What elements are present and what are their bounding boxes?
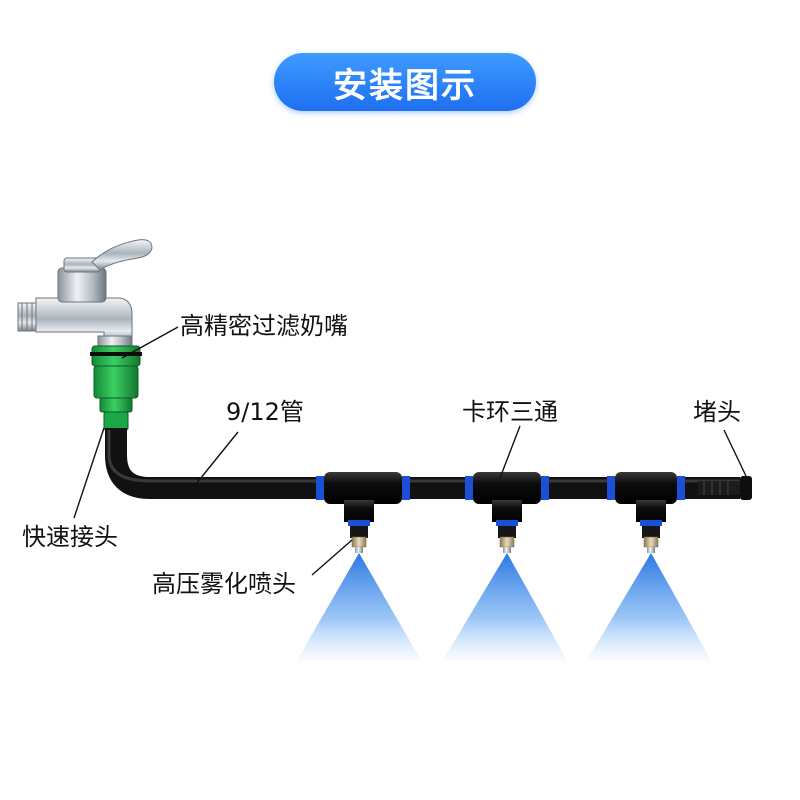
tee-fitting-2 — [465, 472, 549, 538]
leader-filter — [121, 326, 179, 359]
tee-fitting-3 — [607, 472, 685, 538]
label-filter: 高精密过滤奶嘴 — [180, 312, 348, 340]
leader-nozzle — [311, 539, 353, 576]
label-pipe: 9/12管 — [226, 398, 304, 426]
spray-cone-2 — [442, 553, 568, 662]
label-nozzle: 高压雾化喷头 — [152, 570, 296, 598]
label-tee: 卡环三通 — [462, 398, 558, 426]
leader-plug — [723, 429, 747, 477]
leader-tee — [499, 425, 521, 479]
nozzle-2 — [499, 536, 515, 553]
label-plug: 堵头 — [693, 398, 741, 426]
leader-lines — [73, 326, 747, 576]
tee-fitting-1 — [316, 472, 410, 538]
quick-connector — [90, 345, 142, 431]
spray-cone-3 — [586, 553, 712, 662]
page-title: 安装图示 — [333, 65, 477, 106]
label-quick-connector: 快速接头 — [22, 523, 118, 551]
end-plug — [698, 476, 752, 500]
pipe-9-12 — [105, 428, 740, 499]
nozzle-3 — [643, 536, 659, 553]
nozzle-1 — [351, 536, 367, 553]
leader-quick-connector — [73, 427, 105, 519]
leader-pipe — [195, 431, 239, 485]
faucet — [17, 239, 153, 349]
spray-cone-1 — [296, 553, 422, 662]
title-banner: 安装图示 — [274, 53, 536, 111]
